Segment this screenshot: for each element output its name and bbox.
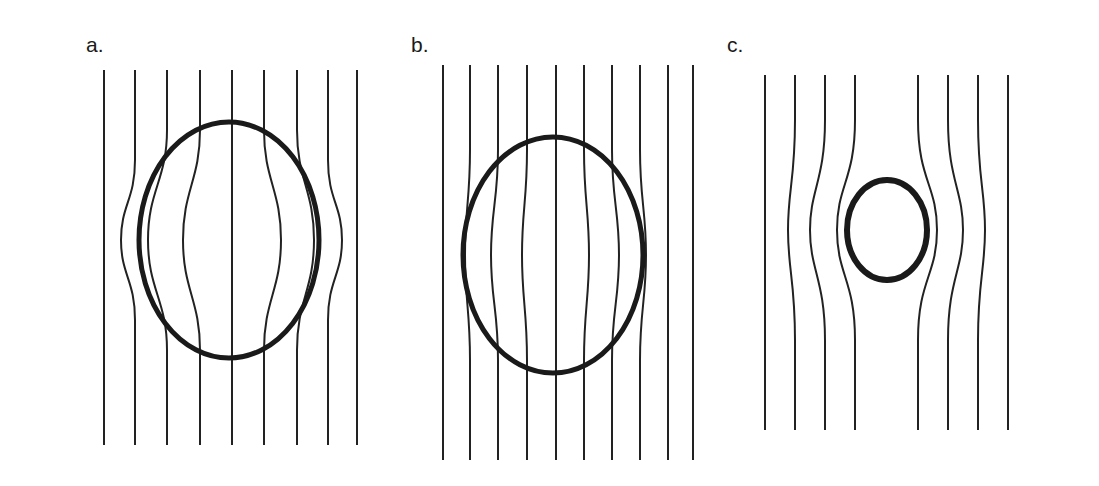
field-line [764, 75, 766, 430]
field-line [612, 65, 619, 460]
field-line [356, 70, 358, 445]
panel-label: c. [727, 34, 743, 55]
field-line [810, 75, 825, 430]
field-line [491, 65, 498, 460]
field-line [1007, 75, 1009, 430]
field-line [231, 70, 233, 445]
field-line [103, 70, 105, 445]
field-line [264, 70, 281, 445]
material-sample [139, 122, 319, 358]
material-sample [847, 180, 927, 280]
material-sample [463, 137, 643, 373]
panel-label: a. [86, 34, 104, 55]
field-line [183, 70, 200, 445]
field-line [978, 75, 985, 430]
field-line [297, 70, 314, 445]
field-line [948, 75, 963, 430]
panel-label: b. [411, 34, 429, 55]
field-line [555, 65, 557, 460]
field-line [328, 70, 342, 445]
field-line [522, 65, 527, 460]
field-line [692, 65, 694, 460]
field-line [667, 65, 669, 460]
field-lines-a [104, 70, 357, 445]
field-line [442, 65, 444, 460]
field-lines-b [443, 65, 693, 460]
field-lines-c [765, 75, 1008, 430]
field-line [148, 70, 167, 445]
field-line [121, 70, 135, 445]
field-line [584, 65, 589, 460]
field-line [465, 65, 470, 460]
field-line [788, 75, 795, 430]
